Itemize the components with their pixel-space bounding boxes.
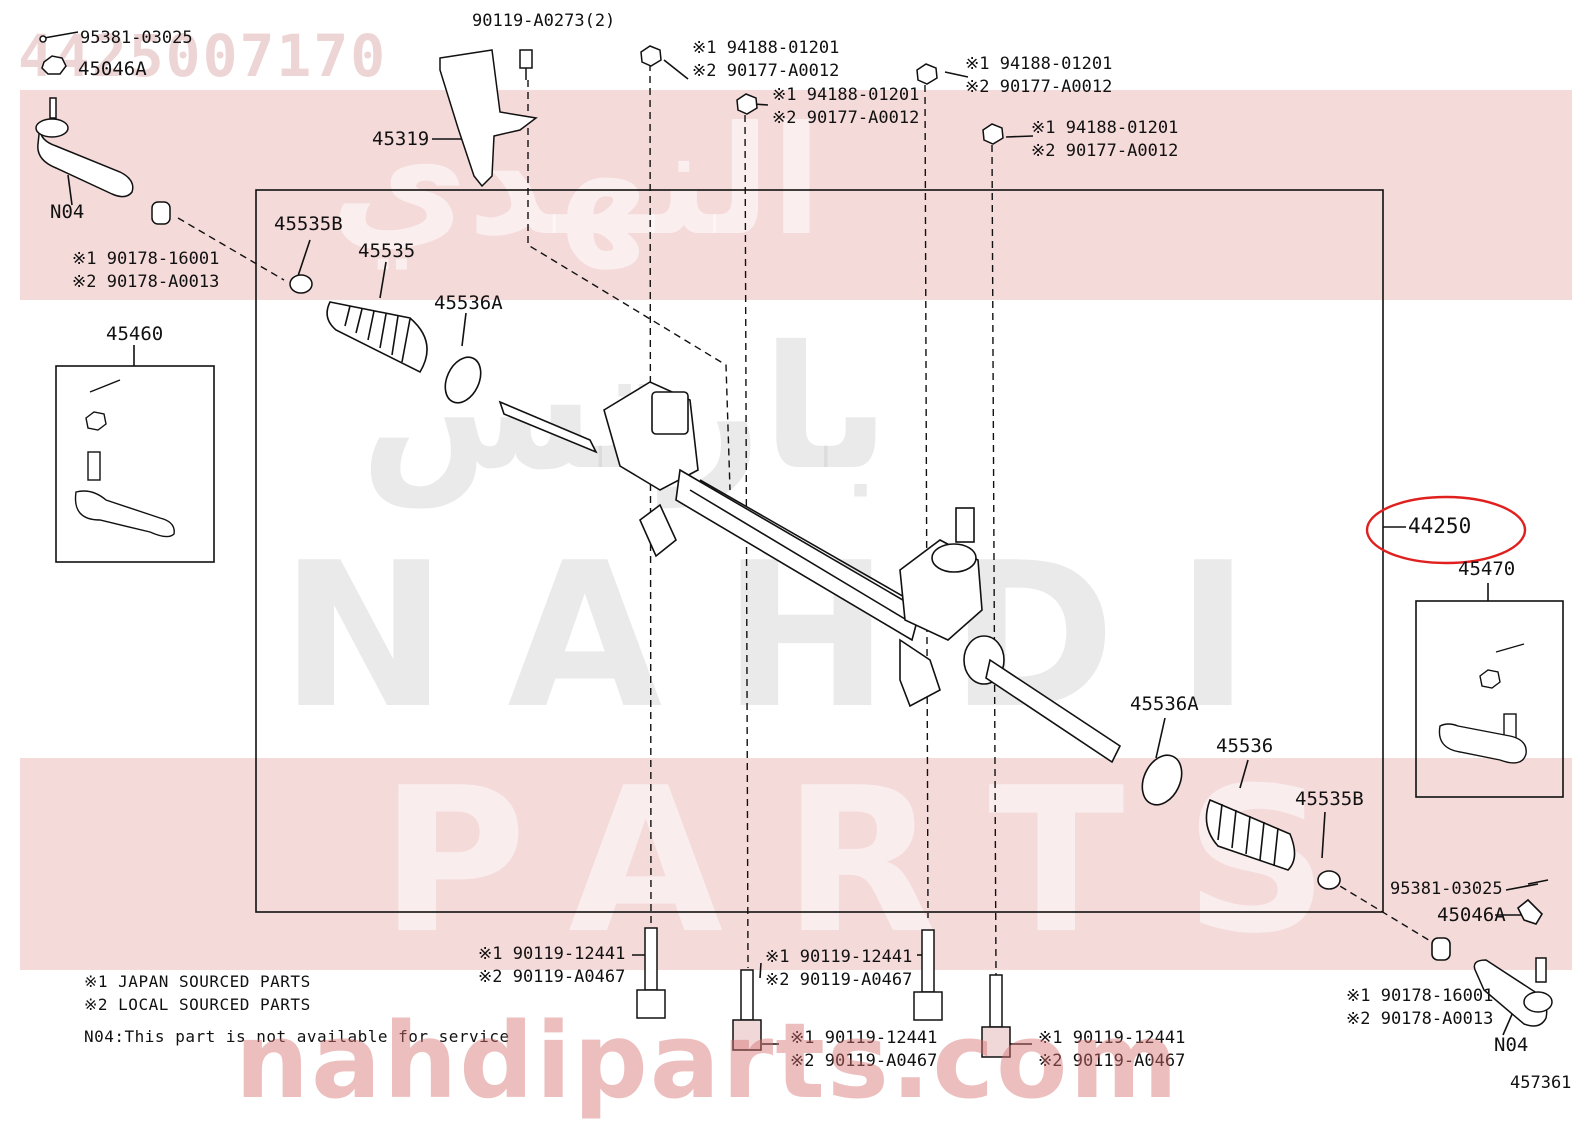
- kit-box-right: [1415, 600, 1564, 798]
- label-pin-top-left: 95381-03025: [80, 28, 193, 48]
- label-nut-bottom-right: 45046A: [1437, 904, 1506, 926]
- label-boot-right: 45536: [1216, 735, 1274, 757]
- label-nut3-b: ※2 90177-A0012: [965, 77, 1113, 97]
- label-n04-bottom-right: N04: [1494, 1034, 1529, 1056]
- label-pin-bottom-right: 95381-03025: [1390, 879, 1503, 899]
- parts-diagram: 4425007170 النهدي بارتس NAHDI PARTS: [18, 11, 1572, 1122]
- label-grommet-bottom-right-1: ※1 90178-16001: [1346, 986, 1494, 1006]
- label-lower-bolt4-b: ※2 90119-A0467: [1038, 1051, 1186, 1071]
- label-nut4-b: ※2 90177-A0012: [1031, 141, 1179, 161]
- line-art: [35, 31, 1564, 1058]
- label-n04-top-left: N04: [50, 201, 85, 223]
- label-kit-left: 45460: [106, 323, 164, 345]
- label-lower-bolt3-a: ※1 90119-12441: [790, 1028, 938, 1048]
- label-nut2-b: ※2 90177-A0012: [772, 108, 920, 128]
- watermark-arabic-top: النهدي: [330, 95, 823, 269]
- label-nut4-a: ※1 94188-01201: [1031, 118, 1179, 138]
- label-clamp-left: 45535B: [274, 213, 343, 235]
- note-local-sourced: ※2 LOCAL SOURCED PARTS: [84, 995, 311, 1014]
- label-lower-bolt1-a: ※1 90119-12441: [478, 944, 626, 964]
- label-nut2-a: ※1 94188-01201: [772, 85, 920, 105]
- highlight-circle: [1365, 495, 1527, 565]
- label-lower-bolt1-b: ※2 90119-A0467: [478, 967, 626, 987]
- label-nut1-b: ※2 90177-A0012: [692, 61, 840, 81]
- label-lower-bolt3-b: ※2 90119-A0467: [790, 1051, 938, 1071]
- label-ring-right: 45536A: [1130, 693, 1199, 715]
- label-lower-bolt4-a: ※1 90119-12441: [1038, 1028, 1186, 1048]
- watermark-band-top: [20, 90, 1572, 300]
- note-japan-sourced: ※1 JAPAN SOURCED PARTS: [84, 972, 311, 991]
- label-main-assembly[interactable]: 44250: [1408, 514, 1472, 538]
- label-clamp-right: 45535B: [1295, 788, 1364, 810]
- label-bracket: 45319: [372, 128, 430, 150]
- label-grommet-bottom-right-2: ※2 90178-A0013: [1346, 1009, 1494, 1029]
- label-grommet-top-left-1: ※1 90178-16001: [72, 249, 220, 269]
- watermark-word-nahdi: NAHDI: [280, 520, 1310, 753]
- note-n04: N04:This part is not available for servi…: [84, 1027, 510, 1046]
- label-nut3-a: ※1 94188-01201: [965, 54, 1113, 74]
- watermark-band-bottom: [20, 758, 1572, 970]
- label-ring-left: 45536A: [434, 292, 503, 314]
- watermark-site: nahdiparts.com: [235, 1000, 1180, 1122]
- label-lower-bolt2-a: ※1 90119-12441: [765, 947, 913, 967]
- label-nut-top-left: 45046A: [78, 58, 147, 80]
- kit-box-left: [55, 365, 215, 563]
- label-kit-right: 45470: [1458, 558, 1516, 580]
- diagram-id: 457361: [1510, 1073, 1572, 1093]
- label-grommet-top-left-2: ※2 90178-A0013: [72, 272, 220, 292]
- label-nut1-a: ※1 94188-01201: [692, 38, 840, 58]
- label-boot-left: 45535: [358, 240, 416, 262]
- watermark-part-number: 4425007170: [18, 22, 388, 90]
- label-lower-bolt2-b: ※2 90119-A0467: [765, 970, 913, 990]
- label-bolt-top: 90119-A0273(2): [472, 11, 616, 31]
